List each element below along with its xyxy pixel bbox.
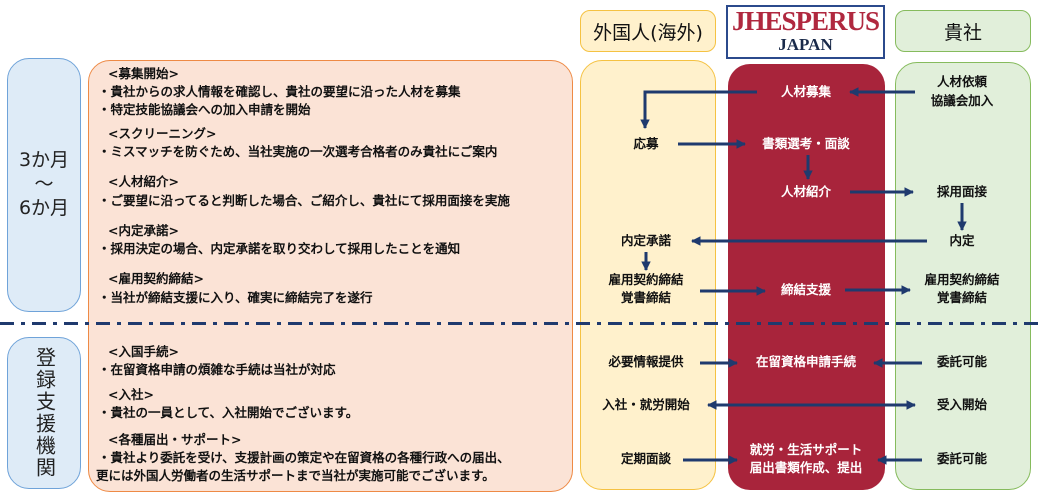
node-interview-periodic: 定期面談 [620, 451, 672, 466]
node-contract: 雇用契約締結 [608, 272, 684, 287]
period-label: 登録支援機関 [32, 347, 57, 479]
node-start-work: 入社・就労開始 [602, 397, 690, 412]
column-jhesperus [728, 64, 885, 490]
logo-name: JHESPERUS [731, 6, 880, 36]
step-text: ・在留資格申請の煩雑な手続は当社が対応 [98, 362, 336, 377]
period-label: 〜 [34, 173, 54, 196]
step-heading: <募集開始> [108, 66, 179, 81]
node-filing: 届出書類作成、提出 [749, 460, 863, 475]
node-apply: 応募 [633, 136, 659, 151]
period-label: 6か月 [18, 196, 70, 219]
logo-sub: JAPAN [778, 35, 833, 54]
step-heading: <内定承諾> [108, 223, 179, 238]
step-text: 更には外国人労働者の生活サポートまで当社が実施可能でございます。 [96, 468, 495, 483]
steps-panel [88, 60, 573, 492]
node-recruit: 人材募集 [780, 84, 832, 99]
node-info-provide: 必要情報提供 [608, 354, 684, 369]
step-text: ・採用決定の場合、内定承諾を取り交わして採用したことを通知 [98, 241, 461, 256]
step-heading: <入社> [108, 387, 154, 402]
node-screening: 書類選考・面談 [762, 136, 850, 151]
header-foreign-national: 外国人(海外) [580, 10, 716, 52]
step-heading: <入国手続> [108, 344, 179, 359]
step-text: ・貴社の一員として、入社開始でございます。 [98, 405, 359, 420]
node-visa-application: 在留資格申請手続 [755, 354, 857, 369]
step-heading: <スクリーニング> [108, 126, 217, 141]
step-text: ・ご要望に沿ってると判断した場合、ご紹介し、貴社にて採用面接を実施 [98, 193, 510, 208]
step-heading: <各種届出・サポート> [108, 432, 242, 447]
step-heading: <人材紹介> [108, 174, 179, 189]
node-life-support: 就労・生活サポート [749, 442, 863, 457]
header-company: 貴社 [895, 10, 1031, 52]
node-contract-support: 締結支援 [780, 282, 832, 297]
step-text: ・貴社より委託を受け、支援計画の策定や在留資格の各種行政への届出、 [98, 450, 510, 465]
node-memo: 覚書締結 [620, 290, 672, 305]
step-text: ・ミスマッチを防ぐため、当社実施の一次選考合格者のみ貴社にご案内 [98, 144, 498, 159]
step-heading: <雇用契約締結> [108, 271, 204, 286]
phase-divider [0, 322, 1040, 325]
node-accept-start: 受入開始 [936, 397, 988, 412]
period-3-6-months: 3か月〜6か月 [7, 58, 81, 312]
period-label: 3か月 [18, 149, 70, 172]
node-request: 人材依頼 [936, 74, 988, 89]
node-contract-company: 雇用契約締結 [924, 272, 1000, 287]
column-foreign-national [580, 60, 716, 490]
node-memo-company: 覚書締結 [936, 290, 988, 305]
node-introduce: 人材紹介 [780, 184, 832, 199]
node-council: 協議会加入 [930, 93, 994, 108]
arrow [640, 90, 757, 129]
node-offer-accept: 内定承諾 [620, 233, 672, 248]
step-text: ・当社が締結支援に入り、確実に締結完了を遂行 [98, 290, 373, 305]
node-offer: 内定 [949, 233, 975, 248]
node-delegable: 委託可能 [936, 354, 988, 369]
step-text: ・特定技能協議会への加入申請を開始 [98, 102, 311, 117]
period-support-agency: 登録支援機関 [7, 337, 81, 489]
column-company [895, 62, 1031, 490]
node-interview: 採用面接 [936, 184, 988, 199]
node-delegable: 委託可能 [936, 451, 988, 466]
jhesperus-logo: JHESPERUS JAPAN [726, 5, 885, 59]
step-text: ・貴社からの求人情報を確認し、貴社の要望に沿った人材を募集 [98, 84, 461, 99]
